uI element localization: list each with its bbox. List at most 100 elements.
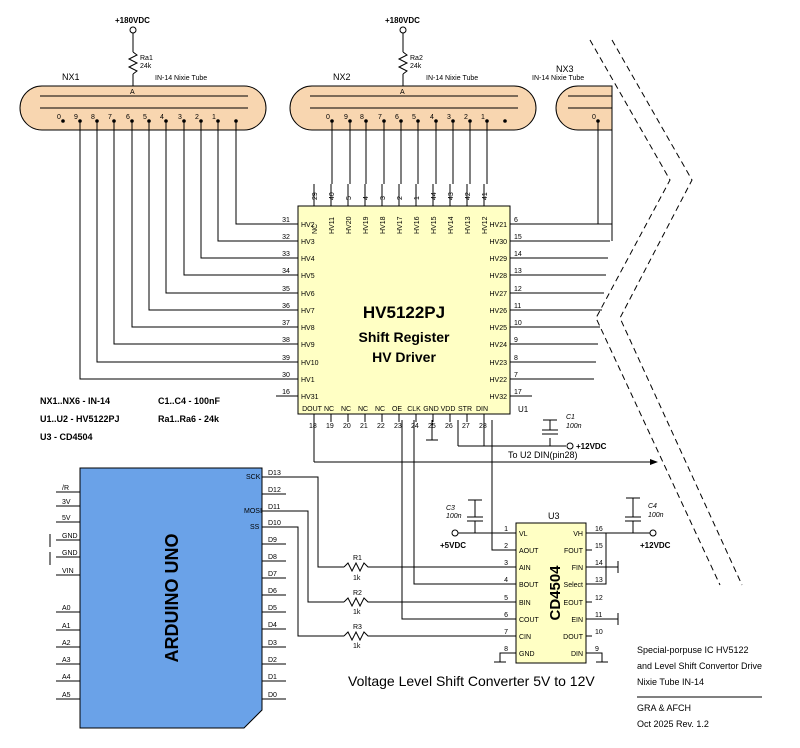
- hv5122-pin-name: NC: [375, 406, 385, 413]
- arduino-pin-label: D6: [268, 588, 277, 595]
- info-l5: Oct 2025 Rev. 1.2: [637, 719, 709, 729]
- hv5122-pin-num: 33: [282, 251, 290, 258]
- hv5122-pin-num: 10: [514, 320, 522, 327]
- hv5122-pin-num: 40: [329, 192, 336, 200]
- hv5122-pin-name: HV27: [489, 291, 507, 298]
- cd4504-pin-num: 10: [595, 629, 603, 636]
- hv-label-2: +180VDC: [385, 16, 420, 25]
- arduino-pin-label: 3V: [62, 499, 71, 506]
- hv5122-pin-name: VDD: [441, 406, 456, 413]
- hv5122-pin-name: HV19: [363, 216, 370, 234]
- cd4504-pin-name: VL: [519, 531, 528, 538]
- hv5122-pin-name: HV1: [301, 377, 315, 384]
- arduino-pin-label: D1: [268, 674, 277, 681]
- hv5122-pin-name: HV23: [489, 360, 507, 367]
- c4-val: 100n: [648, 512, 664, 519]
- info-l1: Special-porpuse IC HV5122: [637, 645, 749, 655]
- cd4504-pin-name: BIN: [519, 600, 531, 607]
- hv5122-pin-num: 34: [282, 268, 290, 275]
- hv5122-pin-name: HV16: [414, 216, 421, 234]
- v12-terminal-2: [649, 529, 657, 537]
- hv5122-pin-name: CLK: [407, 406, 421, 413]
- arduino-pins: /R3V5VGNDGNDVINA0A1A2A3A4A5D13D12D11D10D…: [49, 470, 286, 700]
- r3-ref: R3: [353, 624, 362, 631]
- cd4504-pin-num: 1: [504, 526, 508, 533]
- hv5122-pin-name: HV21: [489, 222, 507, 229]
- hv5122-pin-num: 7: [514, 372, 518, 379]
- hv5122-title: HV5122PJ: [363, 303, 445, 322]
- c3-group: +5VDC C3 100n: [440, 499, 510, 550]
- cd4504-pin-name: FOUT: [564, 548, 584, 555]
- bom: NX1..NX6 - IN-14 U1..U2 - HV5122PJ U3 - …: [40, 396, 221, 442]
- arduino-uno: ARDUINO UNO /R3V5VGNDGNDVINA0A1A2A3A4A5D…: [49, 467, 286, 729]
- hv5122-pin-num: 8: [514, 355, 518, 362]
- hv5122-pin-name: NC: [358, 406, 368, 413]
- cd4504-body: [515, 522, 587, 664]
- hv5122-pin-num: 2: [397, 196, 404, 200]
- nx1-digit-wire: [113, 121, 276, 345]
- arduino-pin-label: VIN: [62, 568, 74, 575]
- arduino-pin-label: D4: [268, 622, 277, 629]
- cd4504-pin-num: 13: [595, 577, 603, 584]
- v12-label-1: +12VDC: [576, 442, 607, 451]
- cd4504-pin-name: Select: [564, 582, 584, 589]
- hv5122-pin-name: GND: [423, 406, 439, 413]
- arduino-pin-label: A4: [62, 674, 71, 681]
- cd4504-pin-num: 11: [595, 612, 602, 619]
- ra2-val: 24k: [410, 63, 422, 70]
- ra2-ref: Ra2: [410, 55, 423, 62]
- arduino-pin-label: D13: [268, 470, 281, 477]
- cd4504-pin-num: 12: [595, 595, 603, 602]
- nx1-digit-wire: [148, 121, 276, 311]
- hv5122-chip: HV5122PJ Shift Register HV Driver U1 29N…: [79, 121, 613, 430]
- level-shift-wires: R1 1k R2 1k R3 1k: [262, 420, 510, 650]
- tube-pin-label: 6: [126, 114, 130, 121]
- bom-l2: U1..U2 - HV5122PJ: [40, 414, 120, 424]
- nx3-digit-wire: [532, 121, 599, 225]
- bom-r1: C1..C4 - 100nF: [158, 396, 221, 406]
- cd4504-pin-name: COUT: [519, 617, 540, 624]
- r1-val: 1k: [353, 575, 361, 582]
- resistor-r3: [343, 630, 372, 642]
- hv5122-pin-name: HV4: [301, 256, 315, 263]
- cd4504-pin-num: 9: [595, 646, 599, 653]
- nx1-digit-wire: [165, 121, 276, 294]
- c1-val: 100n: [566, 423, 582, 430]
- hv5122-pin-name: HV10: [301, 360, 319, 367]
- cd4504-pin-name: BOUT: [519, 582, 539, 589]
- to-u2-label: To U2 DIN(pin28): [508, 450, 578, 460]
- c3-val: 100n: [446, 513, 462, 520]
- cd4504-pin-name: VH: [573, 531, 583, 538]
- tube-nx3: NX3 IN-14 Nixie Tube 0: [532, 64, 613, 131]
- hv5122-sub2: HV Driver: [372, 349, 436, 365]
- cd4504-pin-num: 14: [595, 560, 603, 567]
- hv5122-pin-num: 3: [380, 196, 387, 200]
- info-l4: GRA & AFCH: [637, 703, 691, 713]
- hv-supply-1: +180VDC Ra1 24k: [115, 16, 153, 96]
- hv5122-pin-name: HV15: [431, 216, 438, 234]
- tube-pin-label: 0: [326, 114, 330, 121]
- hv5122-pin-num: 42: [465, 192, 472, 200]
- resistor-ra2: [397, 51, 409, 75]
- arduino-pin-label: D8: [268, 554, 277, 561]
- hv5122-pin-num: 29: [312, 192, 319, 200]
- arduino-func-label: SCK: [246, 474, 261, 481]
- nx2-type: IN-14 Nixie Tube: [426, 75, 478, 82]
- bom-r2: Ra1..Ra6 - 24k: [158, 414, 220, 424]
- arduino-body: [79, 467, 263, 729]
- hv5122-pin-name: HV13: [465, 216, 472, 234]
- nx1-digit-wire: [131, 121, 276, 328]
- tube-pin-label: 5: [143, 114, 147, 121]
- tube-pin-label: 0: [57, 114, 61, 121]
- hv5122-pin-name: HV30: [489, 239, 507, 246]
- arduino-pin-label: /R: [62, 485, 69, 492]
- cd4504-ref: U3: [548, 511, 560, 521]
- arduino-pin-label: GND: [62, 550, 78, 557]
- arduino-pin-label: GND: [62, 533, 78, 540]
- hv5122-pin-num: 14: [514, 251, 522, 258]
- cd4504-pin-num: 16: [595, 526, 603, 533]
- nx1-anode: A: [130, 89, 135, 96]
- hv5122-pin-name: HV20: [346, 216, 353, 234]
